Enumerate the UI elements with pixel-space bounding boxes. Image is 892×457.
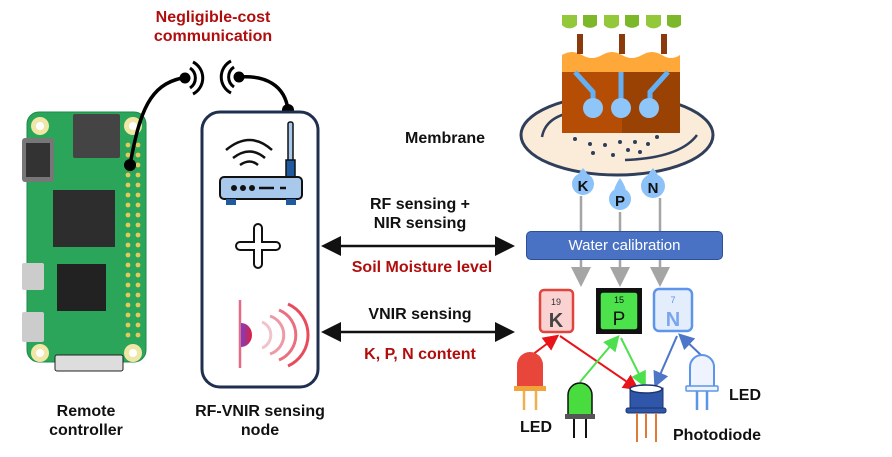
wireless-signal-icon-left: [179, 60, 205, 96]
element-tile-p: [596, 288, 642, 334]
sensing-node-line2: node: [240, 421, 280, 439]
photodiode-label: Photodiode: [673, 427, 761, 444]
drop-label-n: N: [648, 180, 659, 197]
element-number-n: 7: [670, 295, 675, 305]
led-left-label: LED: [520, 419, 552, 436]
green-led-to-p-arrow: [579, 334, 620, 383]
blue-led-to-n-arrow: [678, 333, 704, 358]
red-led-icon: [514, 352, 546, 410]
element-tile-k: [538, 288, 575, 334]
vnir-sensing-label: VNIR sensing: [368, 306, 472, 323]
element-symbol-k: K: [549, 310, 564, 332]
drop-to-calibration-lines: [579, 196, 662, 231]
green-led-icon: [565, 382, 595, 438]
remote-controller-line1: Remote: [56, 403, 116, 420]
remote-controller-label: Remote controller: [36, 403, 136, 441]
soil-plants-icon: [562, 15, 681, 133]
communication-label-line1: Negligible-cost: [155, 9, 271, 26]
photodiode-icon: [625, 384, 667, 442]
blue-led-icon: [685, 354, 719, 410]
node-antenna-cable: [238, 75, 290, 111]
n-to-photodiode-arrow: [653, 335, 678, 388]
communication-label-line2: communication: [153, 27, 273, 45]
communication-label: Negligible-cost communication: [143, 9, 283, 47]
rf-sensing-line2: NIR sensing: [373, 214, 467, 232]
wifi-router-icon: [219, 121, 303, 205]
drop-label-k: K: [578, 178, 589, 195]
nutrient-drop-p: [609, 178, 631, 210]
element-number-p: 15: [614, 295, 624, 305]
rf-sensing-line1: RF sensing +: [369, 196, 471, 213]
rf-sensing-label: RF sensing + NIR sensing: [345, 196, 495, 234]
cable-joint-dot: [124, 159, 136, 171]
raspberry-pi-board-icon: [22, 111, 147, 372]
red-led-to-k-arrow: [531, 334, 560, 356]
element-symbol-p: P: [613, 309, 626, 330]
vnir-emitter-icon: [238, 300, 310, 368]
led-right-label: LED: [729, 387, 761, 404]
calibration-to-element-arrows: [571, 259, 670, 287]
sensing-node-label: RF-VNIR sensing node: [180, 403, 340, 441]
membrane-label: Membrane: [404, 130, 486, 147]
sensing-node-line1: RF-VNIR sensing: [195, 403, 325, 420]
element-number-k: 19: [551, 297, 561, 307]
element-symbol-n: N: [666, 309, 680, 331]
plus-icon: [235, 223, 281, 269]
soil-moisture-label: Soil Moisture level: [351, 259, 493, 276]
element-tile-n: [652, 287, 694, 333]
kpn-content-label: K, P, N content: [364, 346, 476, 363]
controller-antenna-cable: [128, 76, 183, 166]
drop-label-p: P: [615, 193, 625, 210]
p-to-photodiode-arrow: [620, 337, 646, 388]
nutrient-drop-k: [572, 168, 594, 195]
water-calibration-box: Water calibration: [526, 231, 723, 260]
nutrient-drop-n: [641, 168, 665, 198]
remote-controller-line2: controller: [49, 421, 123, 439]
